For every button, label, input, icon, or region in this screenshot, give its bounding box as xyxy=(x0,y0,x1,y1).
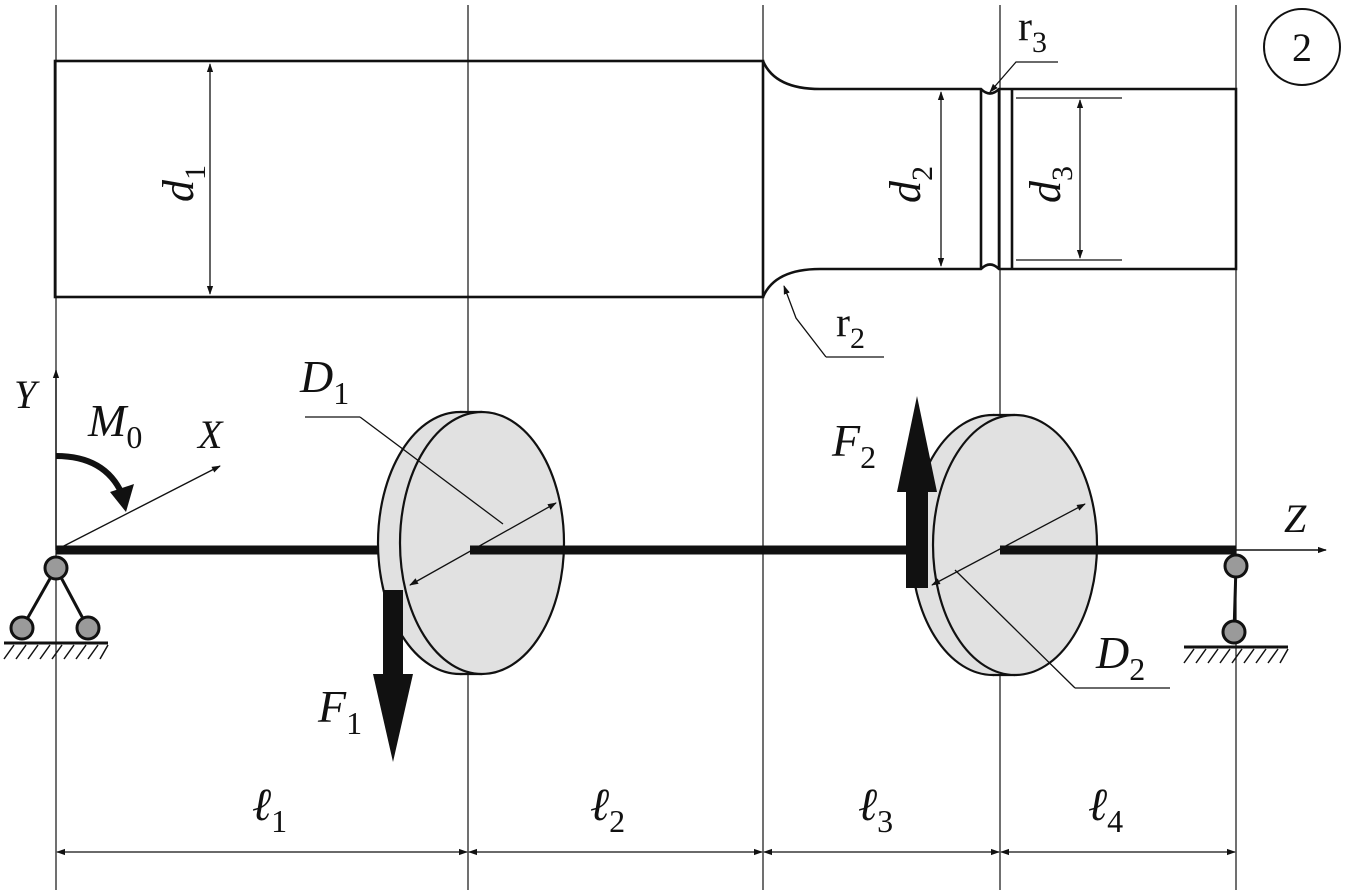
coordinate-axes xyxy=(52,369,1327,554)
axis-x-label: X xyxy=(196,412,224,457)
m0-label: M0 xyxy=(87,395,142,455)
disk-diameter-lines xyxy=(305,416,1170,689)
variant-badge-text: 2 xyxy=(1292,25,1312,70)
diameter-dimensions xyxy=(206,63,1122,295)
r2-label: r2 xyxy=(836,300,865,355)
moment-m0 xyxy=(55,453,134,512)
force-f1 xyxy=(373,590,413,762)
d1-label: d1 xyxy=(154,165,212,202)
disk-2 xyxy=(909,413,1099,677)
right-roller-support xyxy=(1183,553,1289,664)
d2-label: d2 xyxy=(881,166,939,203)
d2-disk-label: D2 xyxy=(1095,627,1145,687)
left-pin-support xyxy=(3,555,109,660)
force-f2 xyxy=(897,396,937,588)
d3-label: d3 xyxy=(1021,166,1079,203)
r3-label: r3 xyxy=(1018,4,1047,59)
l2-label: ℓ2 xyxy=(590,779,625,839)
stepped-shaft xyxy=(53,59,1238,299)
f1-label: F1 xyxy=(317,681,362,741)
l1-label: ℓ1 xyxy=(252,779,287,839)
radius-leaders xyxy=(783,61,1058,358)
axis-z-label: Z xyxy=(1284,496,1307,541)
l4-label: ℓ4 xyxy=(1088,779,1123,839)
l3-label: ℓ3 xyxy=(858,779,893,839)
d1-disk-label: D1 xyxy=(299,351,349,411)
f2-label: F2 xyxy=(831,415,876,475)
variant-badge xyxy=(1263,8,1341,86)
axis-y-label: Y xyxy=(14,372,40,417)
